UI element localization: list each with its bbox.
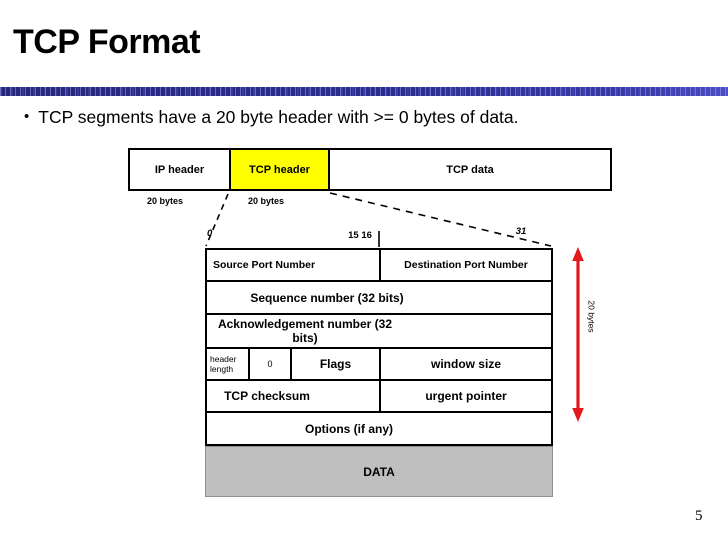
cell-acknowledgement-number: Acknowledgement number (32 bits) <box>217 317 393 346</box>
table-row-flags: header length 0 Flags window size <box>207 348 551 381</box>
bullet-icon: • <box>24 108 30 125</box>
table-row-data: DATA <box>205 446 553 497</box>
cell-tcp-checksum: TCP checksum <box>207 380 381 412</box>
bit-marker-15-16: 15 16 <box>348 230 372 241</box>
bit-marker-31: 31 <box>515 226 527 237</box>
cell-options: Options (if any) <box>305 421 393 436</box>
table-row-checksum: TCP checksum urgent pointer <box>207 380 551 414</box>
cell-source-port: Source Port Number <box>207 250 381 280</box>
arrowhead-down-icon <box>572 408 584 422</box>
tcp-header-label: TCP header <box>249 163 310 176</box>
cell-sequence-number: Sequence number (32 bits) <box>250 290 404 305</box>
table-row-ports: Source Port Number Destination Port Numb… <box>207 250 551 282</box>
cell-reserved-zero: 0 <box>250 348 292 379</box>
bit-marker-0: 0 <box>207 228 213 239</box>
divider-bar <box>0 87 728 96</box>
tcp-bytes-label: 20 bytes <box>247 196 285 206</box>
cell-flags: Flags <box>292 348 381 379</box>
page-number: 5 <box>695 508 703 524</box>
cell-data: DATA <box>363 464 395 479</box>
segment-cell-tcp-header: TCP header <box>231 150 330 189</box>
ip-header-label: IP header <box>154 163 205 176</box>
cell-urgent-pointer: urgent pointer <box>425 388 507 403</box>
cell-window-size: window size <box>430 356 501 371</box>
table-row-sequence: Sequence number (32 bits) <box>207 282 551 316</box>
bullet-text: TCP segments have a 20 byte header with … <box>38 107 519 127</box>
bullet-line: • TCP segments have a 20 byte header wit… <box>24 106 684 128</box>
cell-header-length: header length <box>207 348 250 379</box>
tcp-data-label: TCP data <box>446 163 494 176</box>
arrowhead-up-icon <box>572 247 584 261</box>
table-row-options: Options (if any) <box>207 413 551 444</box>
cell-destination-port: Destination Port Number <box>404 258 528 271</box>
ip-bytes-label: 20 bytes <box>146 196 184 206</box>
tcp-header-table: Source Port Number Destination Port Numb… <box>205 248 553 446</box>
segment-bar: IP header TCP header TCP data <box>128 148 612 191</box>
header-length-line2: length <box>210 363 234 374</box>
page-title: TCP Format <box>13 23 201 61</box>
segment-cell-ip-header: IP header <box>130 150 231 189</box>
header-length-line1: header <box>210 353 237 364</box>
table-row-acknowledgement: Acknowledgement number (32 bits) <box>207 315 551 349</box>
twenty-bytes-arrow-label: 20 bytes <box>586 300 597 333</box>
segment-cell-tcp-data: TCP data <box>330 150 610 189</box>
